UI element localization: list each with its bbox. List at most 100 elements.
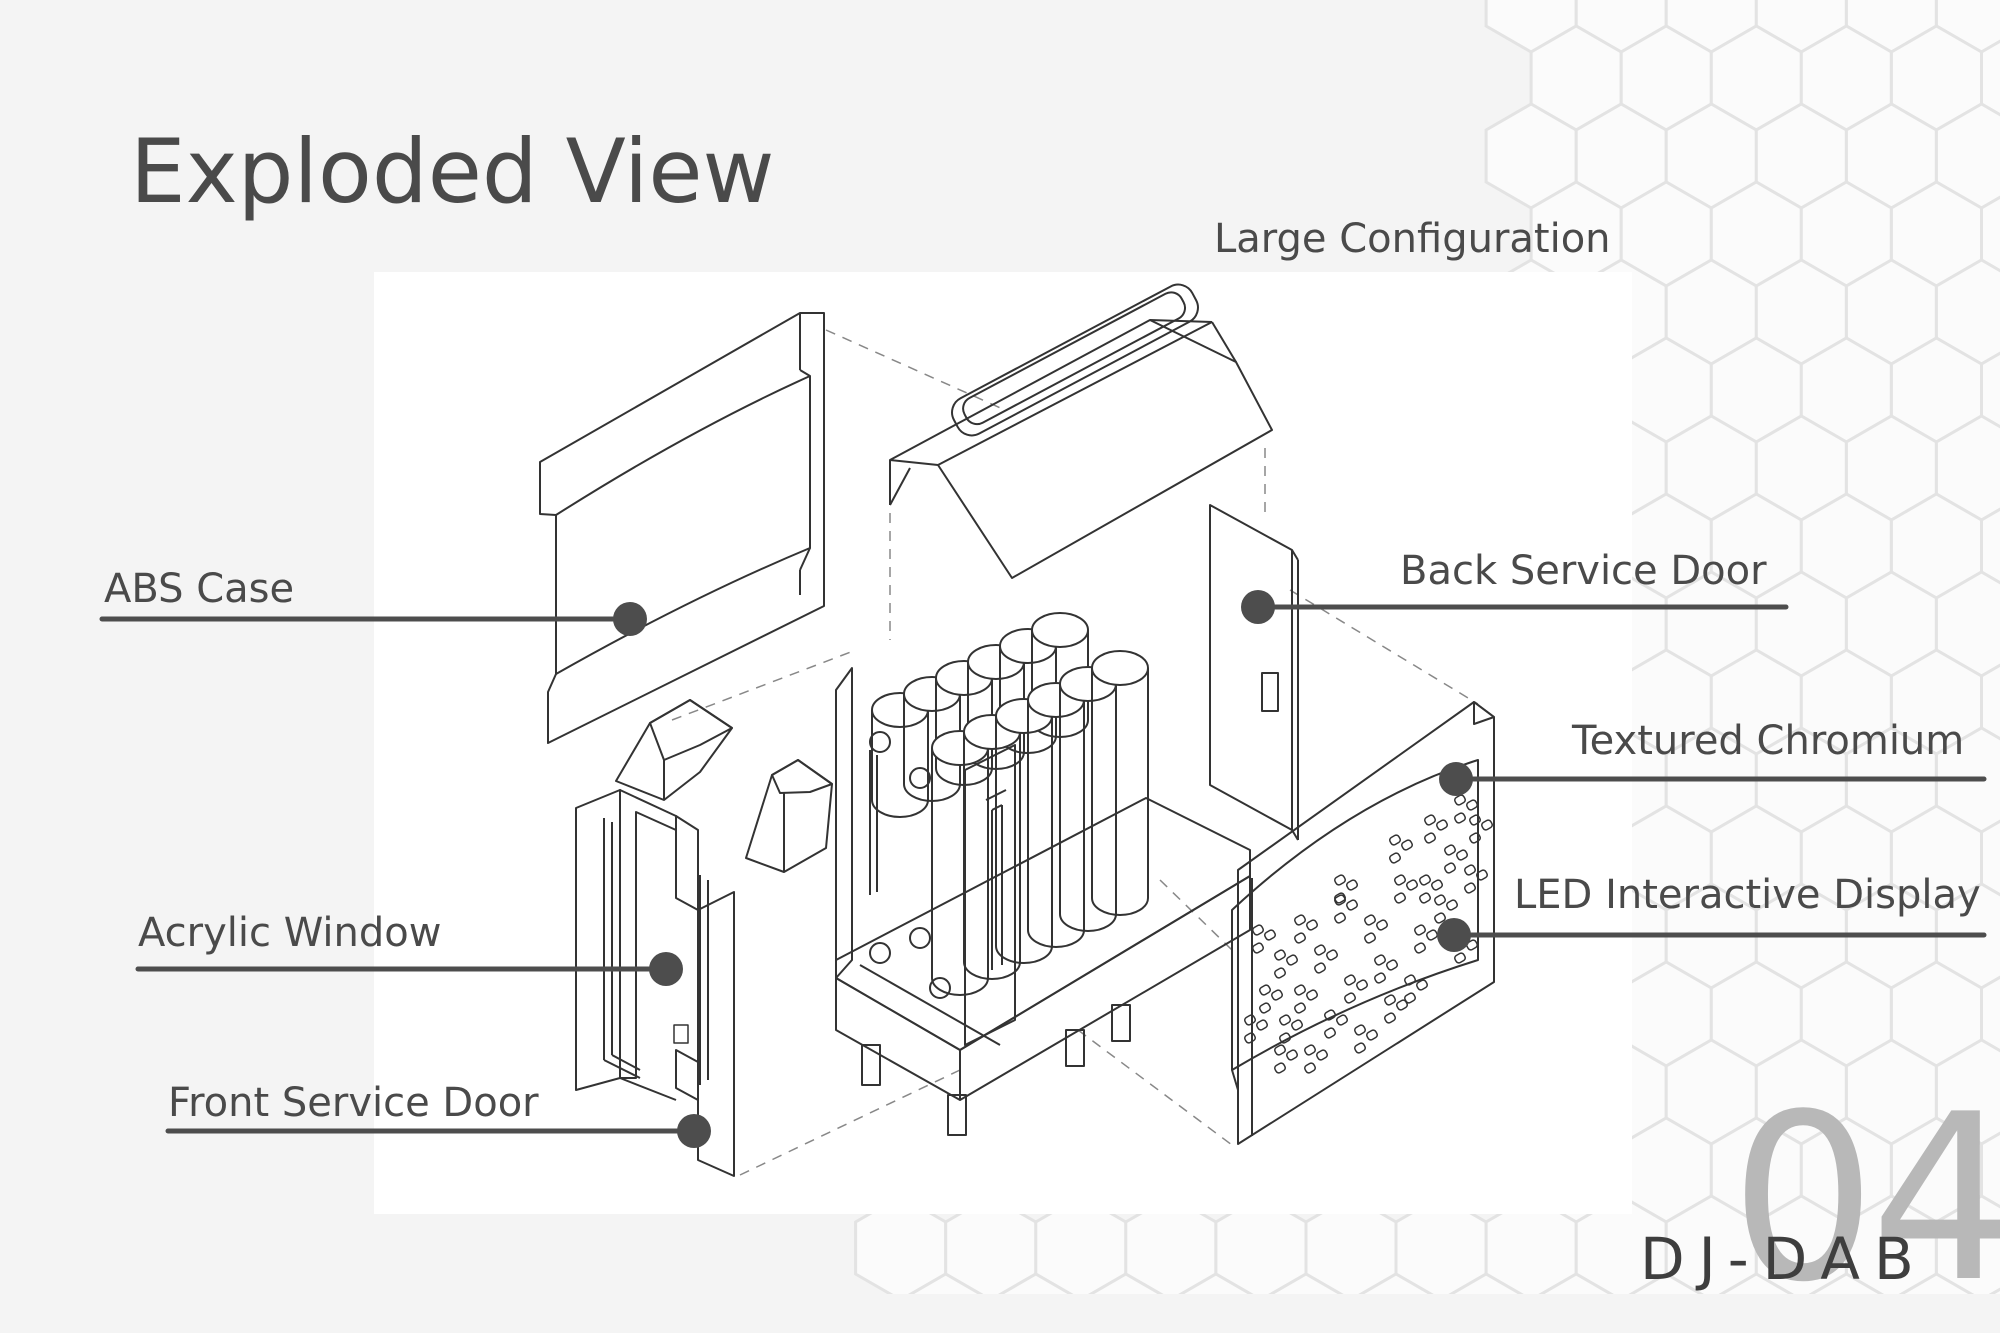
led-dot (1286, 1049, 1299, 1061)
led-dot (1454, 952, 1467, 964)
back-service-door-part (1210, 505, 1298, 840)
led-dot (1344, 974, 1357, 986)
led-dot (1389, 834, 1402, 846)
led-dot (1444, 862, 1457, 874)
led-dot (1252, 942, 1265, 954)
led-dot (1244, 1014, 1257, 1026)
led-dot (1274, 949, 1287, 961)
label-acrylic-window: Acrylic Window (138, 910, 441, 956)
base-tray-part (836, 798, 1250, 1135)
led-dot (1259, 1002, 1272, 1014)
led-dot (1464, 882, 1477, 894)
led-dot (1444, 844, 1457, 856)
brand-name: DJ-DAB (1640, 1225, 1928, 1293)
led-dot (1374, 954, 1387, 966)
led-dot (1244, 1032, 1257, 1044)
led-dot (1286, 954, 1299, 966)
battery-cell-bottom (872, 800, 928, 817)
led-dot (1336, 1014, 1349, 1026)
led-dot (1304, 1044, 1317, 1056)
led-dot (1306, 919, 1319, 931)
led-dot (1394, 892, 1407, 904)
led-dot (1326, 949, 1339, 961)
battery-cells-part (872, 613, 1148, 995)
led-dot (1354, 1042, 1367, 1054)
led-dot (1466, 799, 1479, 811)
dot-abs-case (613, 602, 647, 636)
battery-cell-top (1032, 613, 1088, 647)
led-dot (1454, 812, 1467, 824)
led-dot (1406, 879, 1419, 891)
construction-lines (672, 330, 1478, 1175)
led-dot (1294, 914, 1307, 926)
led-dot (1314, 944, 1327, 956)
led-dot (1414, 942, 1427, 954)
led-dot (1364, 914, 1377, 926)
leader-dots (613, 590, 1473, 1148)
led-dot (1344, 992, 1357, 1004)
label-front-service-door: Front Service Door (168, 1080, 539, 1126)
led-dot (1346, 879, 1359, 891)
led-dot (1264, 929, 1277, 941)
led-dot (1384, 1012, 1397, 1024)
led-dot (1446, 899, 1459, 911)
led-dot (1291, 1019, 1304, 1031)
led-dot (1356, 979, 1369, 991)
led-dot (1274, 967, 1287, 979)
led-dot (1419, 892, 1432, 904)
dot-back-service-door (1241, 590, 1275, 624)
battery-cell-bottom (996, 946, 1052, 963)
led-dot (1424, 814, 1437, 826)
front-service-door-part (576, 790, 734, 1176)
led-dot (1436, 819, 1449, 831)
led-dot (1431, 879, 1444, 891)
dot-front-service-door (677, 1114, 711, 1148)
led-dot (1294, 932, 1307, 944)
led-dot (1294, 1002, 1307, 1014)
led-dot (1304, 1062, 1317, 1074)
led-dot (1469, 814, 1482, 826)
led-dot (1324, 1027, 1337, 1039)
led-dot (1259, 984, 1272, 996)
led-dot (1279, 1014, 1292, 1026)
led-dot (1386, 959, 1399, 971)
led-dot (1424, 832, 1437, 844)
led-dot (1404, 974, 1417, 986)
led-dot (1294, 984, 1307, 996)
led-dot (1469, 832, 1482, 844)
battery-cell-bottom (932, 978, 988, 995)
battery-cell-bottom (1092, 898, 1148, 915)
led-dot (1271, 989, 1284, 1001)
label-textured-chromium: Textured Chromium (1572, 718, 1964, 764)
battery-cell-side (1092, 668, 1148, 898)
led-dot (1464, 864, 1477, 876)
acrylic-window-part (616, 700, 832, 872)
led-dot (1334, 874, 1347, 886)
led-dot (1384, 994, 1397, 1006)
led-dot (1419, 874, 1432, 886)
dot-textured-chromium (1439, 762, 1473, 796)
battery-cell-bottom (1060, 914, 1116, 931)
battery-cell-top (1092, 651, 1148, 685)
led-dot (1274, 1062, 1287, 1074)
led-dot (1401, 839, 1414, 851)
led-dot (1434, 894, 1447, 906)
led-dot (1256, 1019, 1269, 1031)
led-dot (1366, 1029, 1379, 1041)
led-dot (1314, 962, 1327, 974)
label-back-service-door: Back Service Door (1400, 548, 1767, 594)
led-dot (1414, 924, 1427, 936)
label-led-display: LED Interactive Display (1514, 872, 1981, 918)
led-dot (1426, 929, 1439, 941)
led-dot (1316, 1049, 1329, 1061)
battery-cell-bottom (1028, 930, 1084, 947)
led-dot (1334, 912, 1347, 924)
led-dot (1481, 819, 1494, 831)
led-dot (1346, 899, 1359, 911)
dot-acrylic-window (649, 952, 683, 986)
dot-led-display (1437, 918, 1471, 952)
led-dot (1389, 852, 1402, 864)
led-dot (1354, 1024, 1367, 1036)
top-cover-part (890, 279, 1272, 578)
led-dot (1364, 932, 1377, 944)
